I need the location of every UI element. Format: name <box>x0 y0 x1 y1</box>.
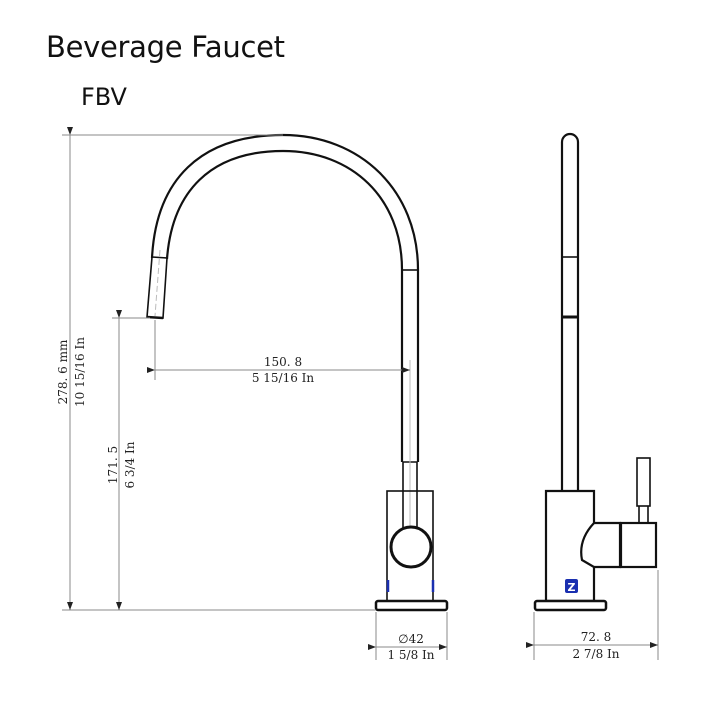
svg-text:Z: Z <box>568 581 576 594</box>
svg-text:2 7/8 In: 2 7/8 In <box>572 647 619 661</box>
side-stem <box>560 132 580 492</box>
side-handle-block <box>619 521 658 569</box>
front-view <box>146 133 449 612</box>
svg-text:1 5/8 In: 1 5/8 In <box>387 648 434 662</box>
faucet-base <box>374 599 449 612</box>
side-view: Z <box>533 132 658 612</box>
svg-text:150. 8: 150. 8 <box>264 355 302 369</box>
spout-reach-dimension: 150. 8 5 15/16 In <box>147 320 410 385</box>
handle-knob <box>389 525 433 569</box>
product-title: Beverage Faucet <box>46 30 285 64</box>
svg-text:5 15/16 In: 5 15/16 In <box>252 371 315 385</box>
side-depth-dimension: 72. 8 2 7/8 In <box>526 570 659 661</box>
side-lever <box>636 457 651 507</box>
svg-text:10 15/16 In: 10 15/16 In <box>73 337 87 407</box>
brand-logo <box>565 579 578 593</box>
total-height-dimension: 278. 6 mm 10 15/16 In <box>56 127 376 611</box>
spout-arc-outer <box>150 133 420 462</box>
side-base <box>533 599 608 612</box>
spout-arc-inner <box>165 149 404 462</box>
svg-text:∅42: ∅42 <box>398 632 424 646</box>
svg-text:171. 5: 171. 5 <box>106 446 120 484</box>
spout-height-dimension: 171. 5 6 3/4 In <box>106 310 150 610</box>
svg-text:6 3/4 In: 6 3/4 In <box>123 441 137 488</box>
svg-text:278. 6 mm: 278. 6 mm <box>56 339 70 404</box>
base-diameter-dimension: ∅42 1 5/8 In <box>368 612 448 662</box>
side-body <box>544 489 596 603</box>
model-number: FBV <box>81 83 127 111</box>
svg-text:72. 8: 72. 8 <box>581 630 612 644</box>
